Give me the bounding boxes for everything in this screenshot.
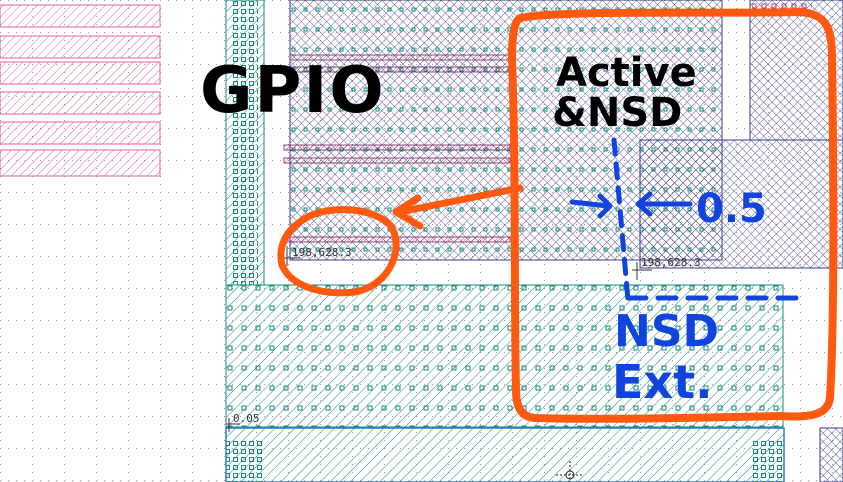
teal-via-bottom-right <box>750 440 784 482</box>
teal-via-column-left <box>230 0 258 285</box>
crosshair-circle-icon[interactable] <box>556 461 584 482</box>
nsd-ext-label-line1: NSD <box>614 306 719 357</box>
active-label-line2: &NSD <box>552 90 682 136</box>
orange-arrow-line <box>396 184 524 216</box>
gpio-label: GPIO <box>200 54 386 128</box>
coord-marker-bottom <box>226 418 240 432</box>
coord-marker-right <box>632 262 652 280</box>
spacing-value-label: 0.5 <box>696 186 767 232</box>
blue-arrow-right-head <box>635 191 653 217</box>
blue-arrow-left-line <box>569 199 611 209</box>
active-label-line1: Active <box>556 50 697 96</box>
teal-contacts <box>226 285 783 427</box>
coord-readout-bottom: 0.05 <box>233 412 260 425</box>
blue-outline-strip <box>225 427 785 482</box>
orange-circle-mark <box>277 206 400 297</box>
orange-highlight-box <box>508 8 838 423</box>
nsd-ext-label-line2: Ext. <box>612 355 713 409</box>
blue-dashed-vertical <box>611 137 631 303</box>
coord-marker-left <box>282 246 300 266</box>
pink-layer-stripes <box>0 4 161 177</box>
orange-arrow-head <box>392 194 424 230</box>
navy-corner-region <box>819 427 843 482</box>
teal-via-bottom-left <box>226 440 264 482</box>
coord-readout-left: 198,628.3 <box>292 246 352 259</box>
coord-readout-right: 198,628.3 <box>641 256 701 269</box>
blue-arrow-left-head <box>597 193 613 219</box>
